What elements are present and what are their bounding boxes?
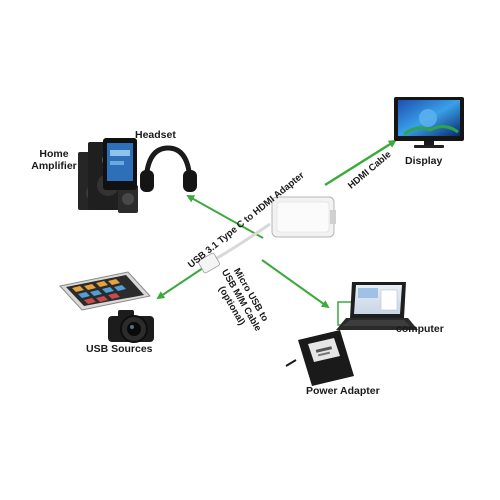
camera-icon (108, 310, 154, 343)
home-amplifier-label: Home Amplifier (30, 148, 78, 172)
tv-icon (394, 97, 464, 148)
amplifier-screen-icon (103, 138, 137, 190)
headset-label: Headset (135, 129, 176, 141)
laptop-icon (336, 282, 418, 330)
power-adapter-label: Power Adapter (306, 385, 380, 397)
home-amplifier-label-line1: Home (39, 148, 69, 160)
computer-label: computer (396, 323, 444, 335)
tablet-icon (59, 271, 151, 311)
home-amplifier-label-line2: Amplifier (31, 160, 77, 172)
headphones-icon (140, 145, 197, 192)
display-label: Display (405, 155, 443, 167)
hdmi-adapter-icon (198, 196, 336, 274)
arrow-to-computer (261, 259, 330, 309)
power-adapter-icon (285, 330, 354, 386)
arrow-to-usb-sources (156, 267, 204, 300)
arrow-to-display (324, 139, 397, 187)
arrow-to-headset (186, 195, 264, 239)
usb-sources-label: USB Sources (86, 343, 153, 355)
